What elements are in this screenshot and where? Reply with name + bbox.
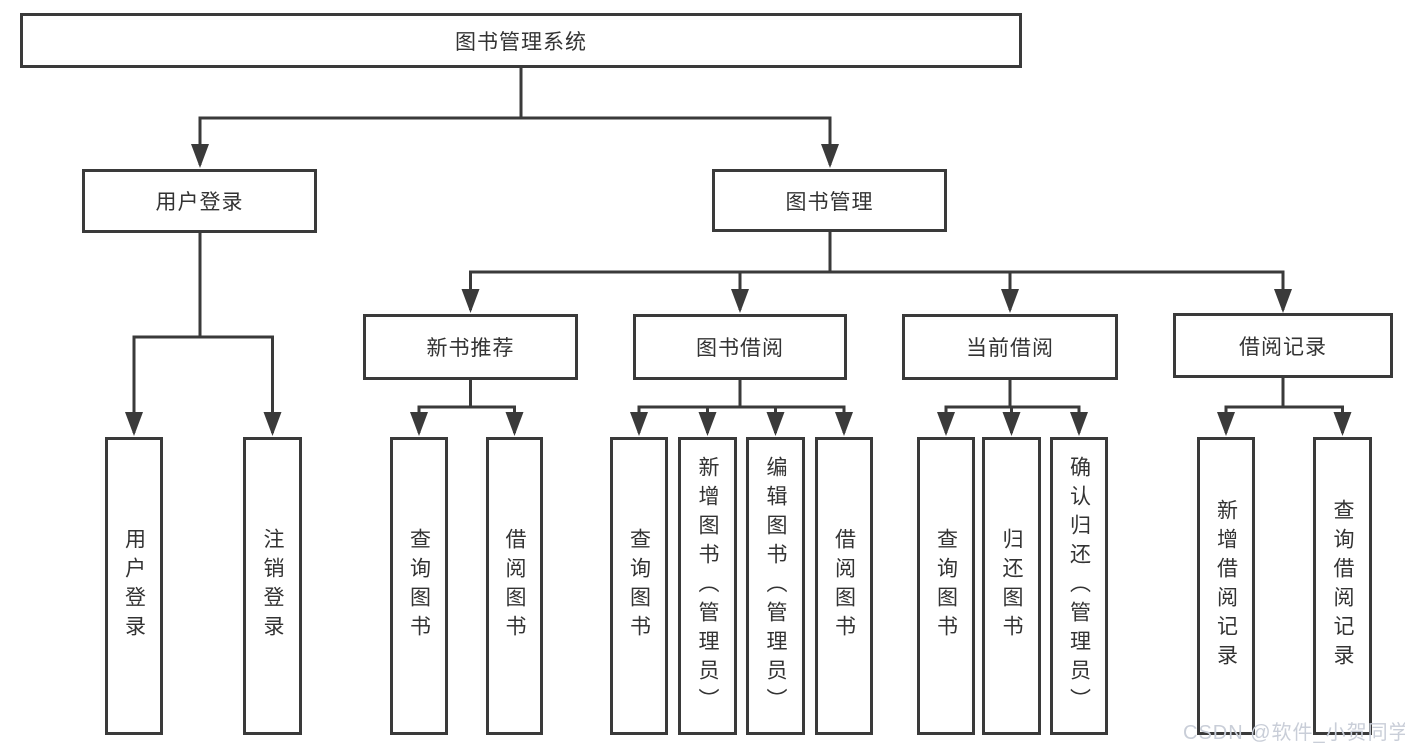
node-root-label: 图书管理系统 [455,30,587,54]
node-new-book-recommend-label: 新书推荐 [426,337,515,360]
leaf-current-query-books-label: 查询图书 [934,528,958,644]
csdn-watermark: CSDN @软件_小贺同学 [1183,722,1405,744]
leaf-user-login: 用户登录 [105,437,163,735]
node-user-login-label: 用户登录 [155,191,244,214]
leaf-current-query-books: 查询图书 [917,437,975,735]
node-current-borrow: 当前借阅 [902,314,1118,380]
leaf-records-add-record: 新增借阅记录 [1197,437,1255,735]
leaf-current-return-books-label: 归还图书 [1000,528,1023,644]
leaf-records-query-record: 查询借阅记录 [1313,437,1372,735]
leaf-logout: 注销登录 [243,437,302,735]
leaf-user-login-label: 用户登录 [122,528,146,644]
leaf-borrow-query-books: 查询图书 [610,437,668,735]
node-borrow-records-label: 借阅记录 [1239,335,1327,359]
leaf-recommend-query-books-label: 查询图书 [407,528,431,644]
node-borrow-records: 借阅记录 [1173,313,1393,378]
leaf-recommend-query-books: 查询图书 [390,437,448,735]
leaf-borrow-add-books-admin-label: 新增图书（管理员） [696,455,719,717]
leaf-logout-label: 注销登录 [261,528,284,644]
leaf-borrow-edit-books-admin: 编辑图书（管理员） [746,437,805,735]
leaf-current-confirm-return-admin: 确认归还（管理员） [1050,437,1108,735]
node-user-login: 用户登录 [82,169,317,233]
leaf-borrow-query-books-label: 查询图书 [627,528,651,644]
leaf-borrow-edit-books-admin-label: 编辑图书（管理员） [764,455,787,717]
node-current-borrow-label: 当前借阅 [966,337,1054,360]
node-root: 图书管理系统 [20,13,1022,68]
leaf-records-query-record-label: 查询借阅记录 [1331,499,1354,673]
node-new-book-recommend: 新书推荐 [363,314,578,380]
leaf-recommend-borrow-books: 借阅图书 [486,437,543,735]
leaf-borrow-add-books-admin: 新增图书（管理员） [678,437,737,735]
leaf-current-return-books: 归还图书 [982,437,1041,735]
leaf-borrow-borrow-books-label: 借阅图书 [832,528,856,644]
leaf-recommend-borrow-books-label: 借阅图书 [503,528,526,644]
node-book-borrow: 图书借阅 [633,314,847,380]
node-book-mgmt: 图书管理 [712,169,947,232]
leaf-records-add-record-label: 新增借阅记录 [1214,499,1238,673]
leaf-borrow-borrow-books: 借阅图书 [815,437,873,735]
node-book-mgmt-label: 图书管理 [785,190,874,214]
node-book-borrow-label: 图书借阅 [696,337,784,360]
leaf-current-confirm-return-admin-label: 确认归还（管理员） [1067,455,1091,717]
